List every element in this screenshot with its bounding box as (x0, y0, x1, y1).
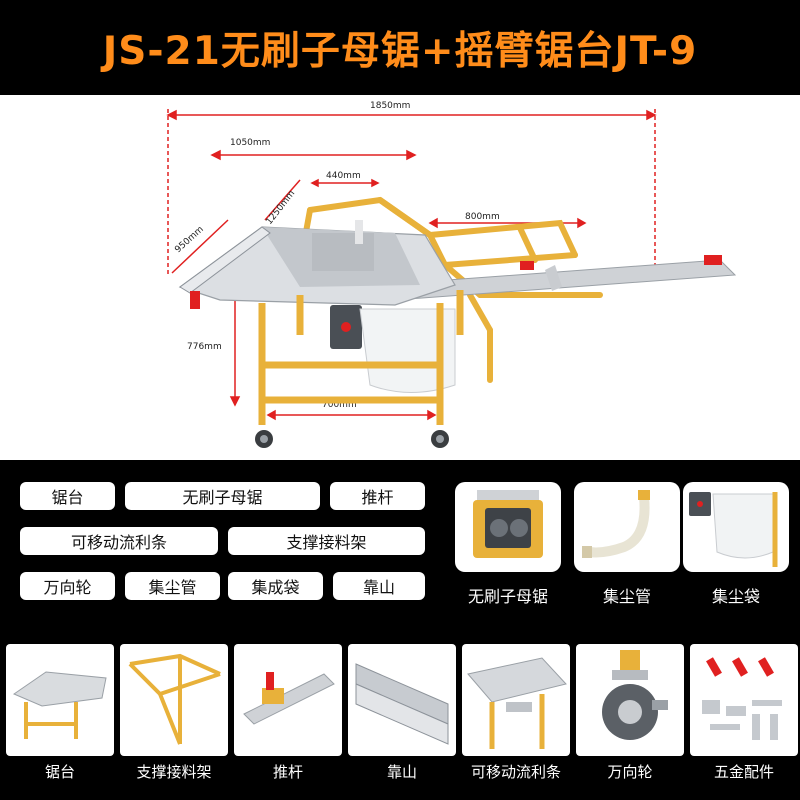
hardware-icon (690, 644, 798, 756)
caster-wheel-icon (576, 644, 684, 756)
dust-bag-icon (683, 482, 789, 572)
product-title: JS-21无刷子母锯+摇臂锯台JT-9 (102, 28, 698, 74)
product-diagram: 1850mm 1050mm 440mm 800mm 1250mm 950mm 7… (0, 95, 800, 460)
thumbnail-caption: 可移动流利条 (470, 763, 561, 781)
fence-icon (348, 644, 456, 756)
dim-extension: 800mm (465, 212, 500, 222)
dim-depth-1250: 1250mm (264, 189, 297, 227)
dim-leg-span: 700mm (322, 400, 357, 410)
support-rack-icon (120, 644, 228, 756)
thumbnail-caption: 推杆 (272, 763, 303, 781)
part-label: 万向轮 (20, 572, 115, 600)
thumbnail-caption: 五金配件 (713, 763, 774, 781)
part-label: 靠山 (333, 572, 425, 600)
dim-total-length: 1850mm (370, 101, 410, 111)
thumbnail-caption: 靠山 (386, 763, 417, 781)
thumbnail-caption: 锯台 (44, 763, 75, 781)
dim-depth-950: 950mm (173, 225, 205, 256)
part-label: 集成袋 (228, 572, 323, 600)
accessory-caption: 无刷子母锯 (467, 587, 548, 606)
parts-section: 锯台 无刷子母锯 推杆 可移动流利条 支撑接料架 万向轮 集尘管 集成袋 靠山 … (0, 460, 800, 620)
part-label: 无刷子母锯 (125, 482, 320, 510)
dim-arm-length: 1050mm (230, 138, 270, 148)
part-label: 可移动流利条 (20, 527, 218, 555)
title-banner: JS-21无刷子母锯+摇臂锯台JT-9 (0, 0, 800, 95)
part-label: 支撑接料架 (228, 527, 425, 555)
dust-pipe-icon (574, 482, 680, 572)
brushless-saw-icon (455, 482, 561, 572)
thumbnail-section: 锯台 支撑接料架 推杆 靠山 (0, 620, 800, 800)
push-rod-icon (234, 644, 342, 756)
roller-bar-icon (462, 644, 570, 756)
accessory-caption: 集尘袋 (711, 587, 760, 606)
part-label: 推杆 (330, 482, 425, 510)
dim-height: 776mm (187, 342, 222, 352)
thumbnail-caption: 万向轮 (607, 763, 653, 781)
saw-table-icon (6, 644, 114, 756)
thumbnail-caption: 支撑接料架 (136, 763, 212, 781)
part-label: 集尘管 (125, 572, 220, 600)
accessory-caption: 集尘管 (602, 587, 651, 606)
dim-blade-width: 440mm (326, 171, 361, 181)
saw-table-illustration: 1850mm 1050mm 440mm 800mm 1250mm 950mm 7… (166, 101, 737, 448)
part-label: 锯台 (20, 482, 115, 510)
